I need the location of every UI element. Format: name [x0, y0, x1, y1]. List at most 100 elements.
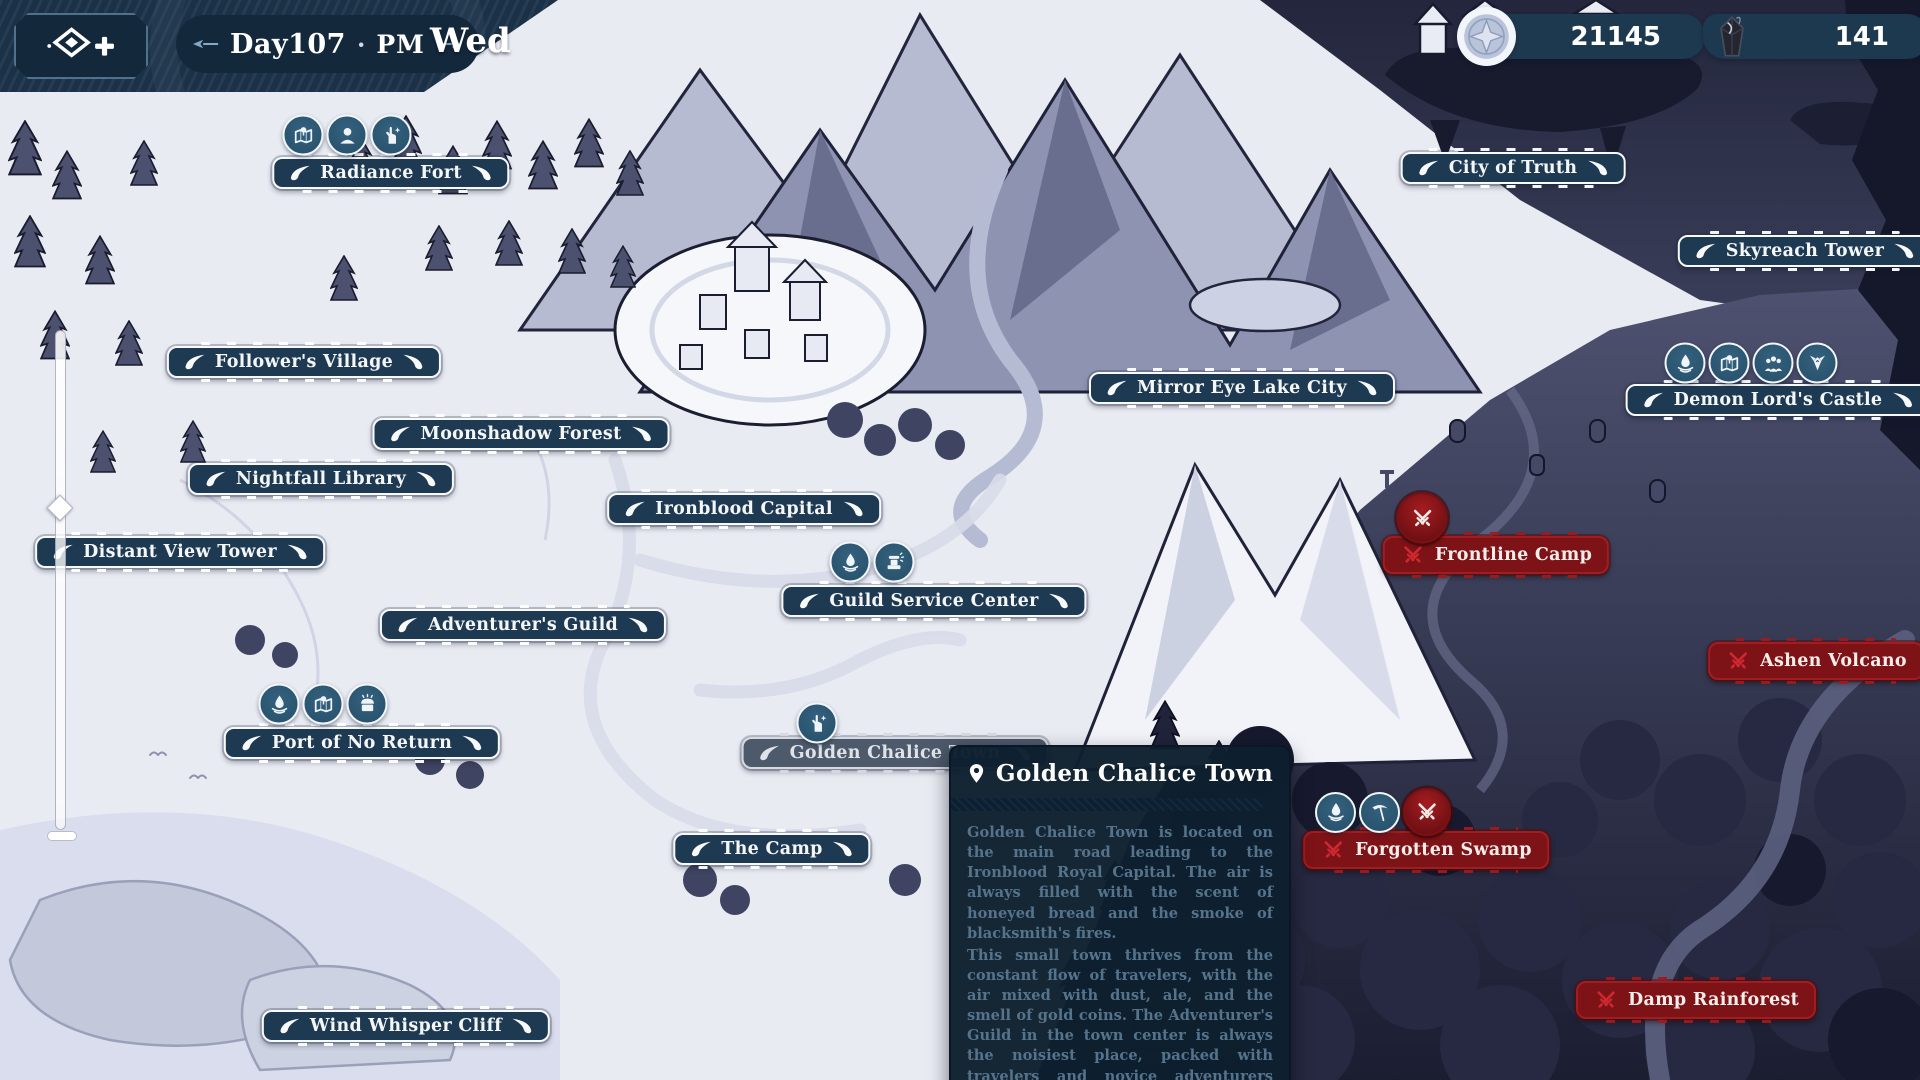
- location-label: Damp Rainforest: [1627, 990, 1800, 1010]
- forgotten-swamp-icons: [1315, 788, 1451, 836]
- port-of-no-return-icons: [258, 683, 388, 725]
- battle-medallion-icon[interactable]: [1403, 788, 1451, 836]
- location-the-camp[interactable]: The Camp: [673, 829, 871, 869]
- workshop-icon[interactable]: [873, 541, 915, 583]
- tooltip-divider: [951, 798, 1263, 811]
- day-label: Day107: [230, 28, 346, 60]
- radiance-fort-icons: [282, 114, 412, 156]
- logo-menu-button[interactable]: [14, 13, 148, 79]
- previous-day-arrow-icon[interactable]: [192, 37, 220, 51]
- location-label: Ashen Volcano: [1760, 651, 1907, 671]
- leaf-ornament-icon: [842, 500, 864, 518]
- map-pin-icon[interactable]: [1708, 342, 1750, 384]
- location-pin-icon: [967, 761, 986, 786]
- location-label: Follower's Village: [214, 352, 394, 372]
- leaf-ornament-icon: [627, 616, 649, 634]
- tooltip-header: Golden Chalice Town: [951, 747, 1289, 796]
- demon-icon[interactable]: [1796, 342, 1838, 384]
- currency-dark-crystals: 141: [1703, 14, 1920, 59]
- leaf-ornament-icon: [286, 543, 308, 561]
- location-skyreach-tower[interactable]: Skyreach Tower: [1677, 231, 1920, 271]
- location-distant-view-tower[interactable]: Distant View Tower: [35, 532, 325, 572]
- location-guild-service-center[interactable]: Guild Service Center: [781, 581, 1087, 621]
- leaf-ornament-icon: [184, 353, 206, 371]
- leaf-ornament-icon: [1356, 379, 1378, 397]
- crossed-swords-icon: [1320, 837, 1346, 863]
- dark-crystal-amount: 141: [1834, 21, 1889, 52]
- location-label: Ironblood Capital: [655, 499, 833, 519]
- leaf-ornament-icon: [1891, 391, 1913, 409]
- location-label: The Camp: [721, 839, 823, 859]
- zoom-out-button[interactable]: [47, 831, 77, 841]
- location-tooltip: Golden Chalice Town Golden Chalice Town …: [949, 745, 1291, 1080]
- crossed-swords-icon: [1400, 542, 1426, 568]
- location-label: Port of No Return: [271, 733, 453, 753]
- spring-icon[interactable]: [829, 541, 871, 583]
- leaf-ornament-icon: [1586, 159, 1608, 177]
- map-pin-icon[interactable]: [302, 683, 344, 725]
- zoom-slider-track[interactable]: [55, 330, 66, 830]
- location-label: Skyreach Tower: [1725, 241, 1885, 261]
- leaf-ornament-icon: [630, 425, 652, 443]
- location-damp-rainforest[interactable]: Damp Rainforest: [1575, 977, 1817, 1023]
- leaf-ornament-icon: [1893, 242, 1915, 260]
- location-radiance-fort[interactable]: Radiance Fort: [272, 153, 510, 193]
- location-label: Forgotten Swamp: [1355, 840, 1532, 860]
- location-moonshadow-forest[interactable]: Moonshadow Forest: [372, 414, 670, 454]
- currency-silver-coins: 21145: [1457, 7, 1705, 66]
- leaf-ornament-icon: [289, 164, 311, 182]
- leaf-ornament-icon: [397, 616, 419, 634]
- day-counter: Day107 · PM: [176, 15, 479, 73]
- silver-coin-icon: [1457, 7, 1516, 66]
- map-pin-icon[interactable]: [282, 114, 324, 156]
- location-adventurers-guild[interactable]: Adventurer's Guild: [379, 605, 667, 645]
- demon-lords-castle-icons: [1664, 342, 1838, 384]
- leaf-ornament-icon: [471, 164, 493, 182]
- leaf-ornament-icon: [1418, 159, 1440, 177]
- location-frontline-camp[interactable]: Frontline Camp: [1382, 532, 1610, 578]
- party-icon[interactable]: [1752, 342, 1794, 384]
- weekday-label: Wed: [430, 21, 511, 61]
- location-label: Frontline Camp: [1434, 545, 1593, 565]
- location-label: Mirror Eye Lake City: [1136, 378, 1348, 398]
- leaf-ornament-icon: [461, 734, 483, 752]
- person-icon[interactable]: [326, 114, 368, 156]
- location-forgotten-swamp[interactable]: Forgotten Swamp: [1303, 827, 1549, 873]
- day-separator: ·: [356, 29, 366, 59]
- spring-icon[interactable]: [1315, 791, 1356, 833]
- battle-medallion-icon[interactable]: [1396, 492, 1448, 544]
- hand-sparkle-icon[interactable]: [370, 114, 412, 156]
- leaf-ornament-icon: [511, 1017, 533, 1035]
- treasure-icon[interactable]: [346, 683, 388, 725]
- location-label: Wind Whisper Cliff: [309, 1016, 503, 1036]
- tooltip-description: Golden Chalice Town is located on the ma…: [951, 811, 1289, 1080]
- spring-icon[interactable]: [1664, 342, 1706, 384]
- guild-service-center-icons: [829, 541, 915, 583]
- crossed-swords-icon: [1593, 987, 1619, 1013]
- leaf-ornament-icon: [1643, 391, 1665, 409]
- location-city-of-truth[interactable]: City of Truth: [1400, 148, 1626, 188]
- location-demon-lords-castle[interactable]: Demon Lord's Castle: [1625, 380, 1920, 420]
- location-followers-village[interactable]: Follower's Village: [166, 342, 442, 382]
- leaf-ornament-icon: [1106, 379, 1128, 397]
- logo-icon: [39, 26, 123, 66]
- location-label: Guild Service Center: [829, 591, 1039, 611]
- location-label: Demon Lord's Castle: [1673, 390, 1883, 410]
- location-mirror-eye-lake-city[interactable]: Mirror Eye Lake City: [1088, 368, 1396, 408]
- location-ironblood-capital[interactable]: Ironblood Capital: [607, 489, 881, 529]
- next-day-arrow-icon[interactable]: [435, 37, 463, 51]
- reaper-icon[interactable]: [1359, 791, 1400, 833]
- tooltip-paragraph: This small town thrives from the constan…: [967, 946, 1273, 1080]
- location-label: Moonshadow Forest: [420, 424, 622, 444]
- location-label: Adventurer's Guild: [427, 615, 619, 635]
- location-label: Golden Chalice Town: [789, 743, 1001, 763]
- spring-icon[interactable]: [258, 683, 300, 725]
- hand-sparkle-icon[interactable]: [796, 702, 838, 744]
- leaf-ornament-icon: [798, 592, 820, 610]
- location-ashen-volcano[interactable]: Ashen Volcano: [1708, 638, 1920, 684]
- location-wind-whisper-cliff[interactable]: Wind Whisper Cliff: [261, 1006, 551, 1046]
- location-nightfall-library[interactable]: Nightfall Library: [187, 459, 455, 499]
- leaf-ornament-icon: [279, 1017, 301, 1035]
- location-port-of-no-return[interactable]: Port of No Return: [223, 723, 501, 763]
